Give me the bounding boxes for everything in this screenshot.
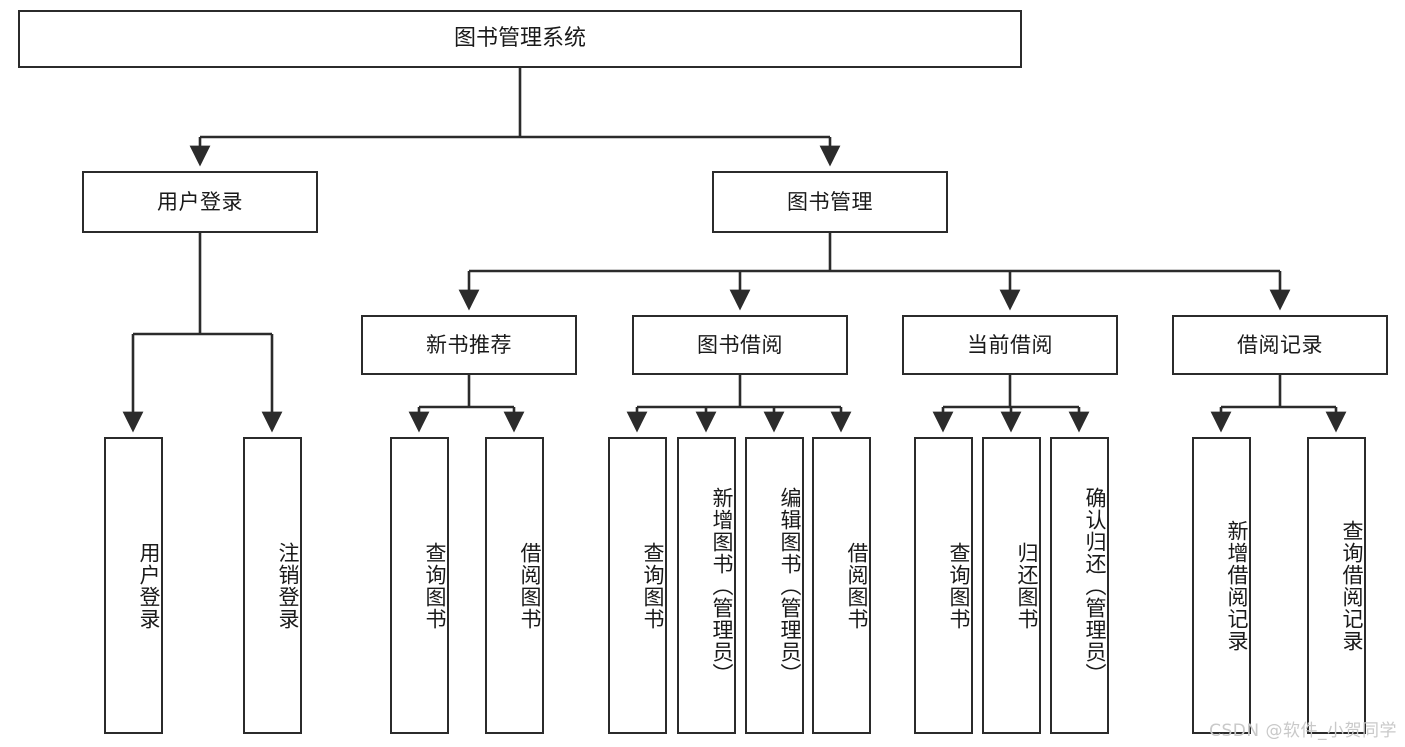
node-leaf-add-record[interactable]: 新增借阅记录 [1192,437,1251,734]
node-leaf-borrow-book-2[interactable]: 借阅图书 [812,437,871,734]
node-leaf-query-record-label: 查询借阅记录 [1340,519,1364,652]
node-book-borrow[interactable]: 图书借阅 [632,315,848,375]
node-leaf-query-book-3-label: 查询图书 [947,541,971,630]
node-leaf-edit-book[interactable]: 编辑图书（管理员） [745,437,804,734]
node-leaf-add-book[interactable]: 新增图书（管理员） [677,437,736,734]
node-root[interactable]: 图书管理系统 [18,10,1022,68]
node-leaf-return-book[interactable]: 归还图书 [982,437,1041,734]
node-leaf-query-book-1[interactable]: 查询图书 [390,437,449,734]
node-leaf-query-book-1-label: 查询图书 [423,541,447,630]
node-leaf-confirm-return[interactable]: 确认归还（管理员） [1050,437,1109,734]
csdn-watermark: CSDN @软件_小贺同学 [1209,721,1397,741]
node-book-management-label: 图书管理 [787,189,873,214]
node-leaf-user-login-label: 用户登录 [137,541,161,630]
node-leaf-query-book-2[interactable]: 查询图书 [608,437,667,734]
node-leaf-borrow-book-1-label: 借阅图书 [518,541,542,630]
node-leaf-confirm-return-label: 确认归还（管理员） [1083,486,1107,685]
node-leaf-borrow-book-2-label: 借阅图书 [845,541,869,630]
node-leaf-borrow-book-1[interactable]: 借阅图书 [485,437,544,734]
node-user-login-label: 用户登录 [157,189,243,214]
node-leaf-user-logout[interactable]: 注销登录 [243,437,302,734]
node-new-book-recommend[interactable]: 新书推荐 [361,315,577,375]
node-leaf-user-login[interactable]: 用户登录 [104,437,163,734]
node-root-label: 图书管理系统 [453,26,586,52]
node-book-borrow-label: 图书借阅 [697,332,783,357]
node-current-borrow-label: 当前借阅 [967,332,1053,357]
node-leaf-query-record[interactable]: 查询借阅记录 [1307,437,1366,734]
node-user-login[interactable]: 用户登录 [82,171,318,233]
node-leaf-user-logout-label: 注销登录 [276,541,300,630]
node-leaf-query-book-2-label: 查询图书 [641,541,665,630]
node-leaf-return-book-label: 归还图书 [1015,541,1039,630]
node-leaf-add-book-label: 新增图书（管理员） [710,486,734,685]
node-new-book-recommend-label: 新书推荐 [426,332,512,357]
node-leaf-query-book-3[interactable]: 查询图书 [914,437,973,734]
node-current-borrow[interactable]: 当前借阅 [902,315,1118,375]
node-leaf-add-record-label: 新增借阅记录 [1225,519,1249,652]
node-leaf-edit-book-label: 编辑图书（管理员） [778,486,802,685]
node-borrow-record[interactable]: 借阅记录 [1172,315,1388,375]
node-book-management[interactable]: 图书管理 [712,171,948,233]
node-borrow-record-label: 借阅记录 [1237,332,1323,357]
